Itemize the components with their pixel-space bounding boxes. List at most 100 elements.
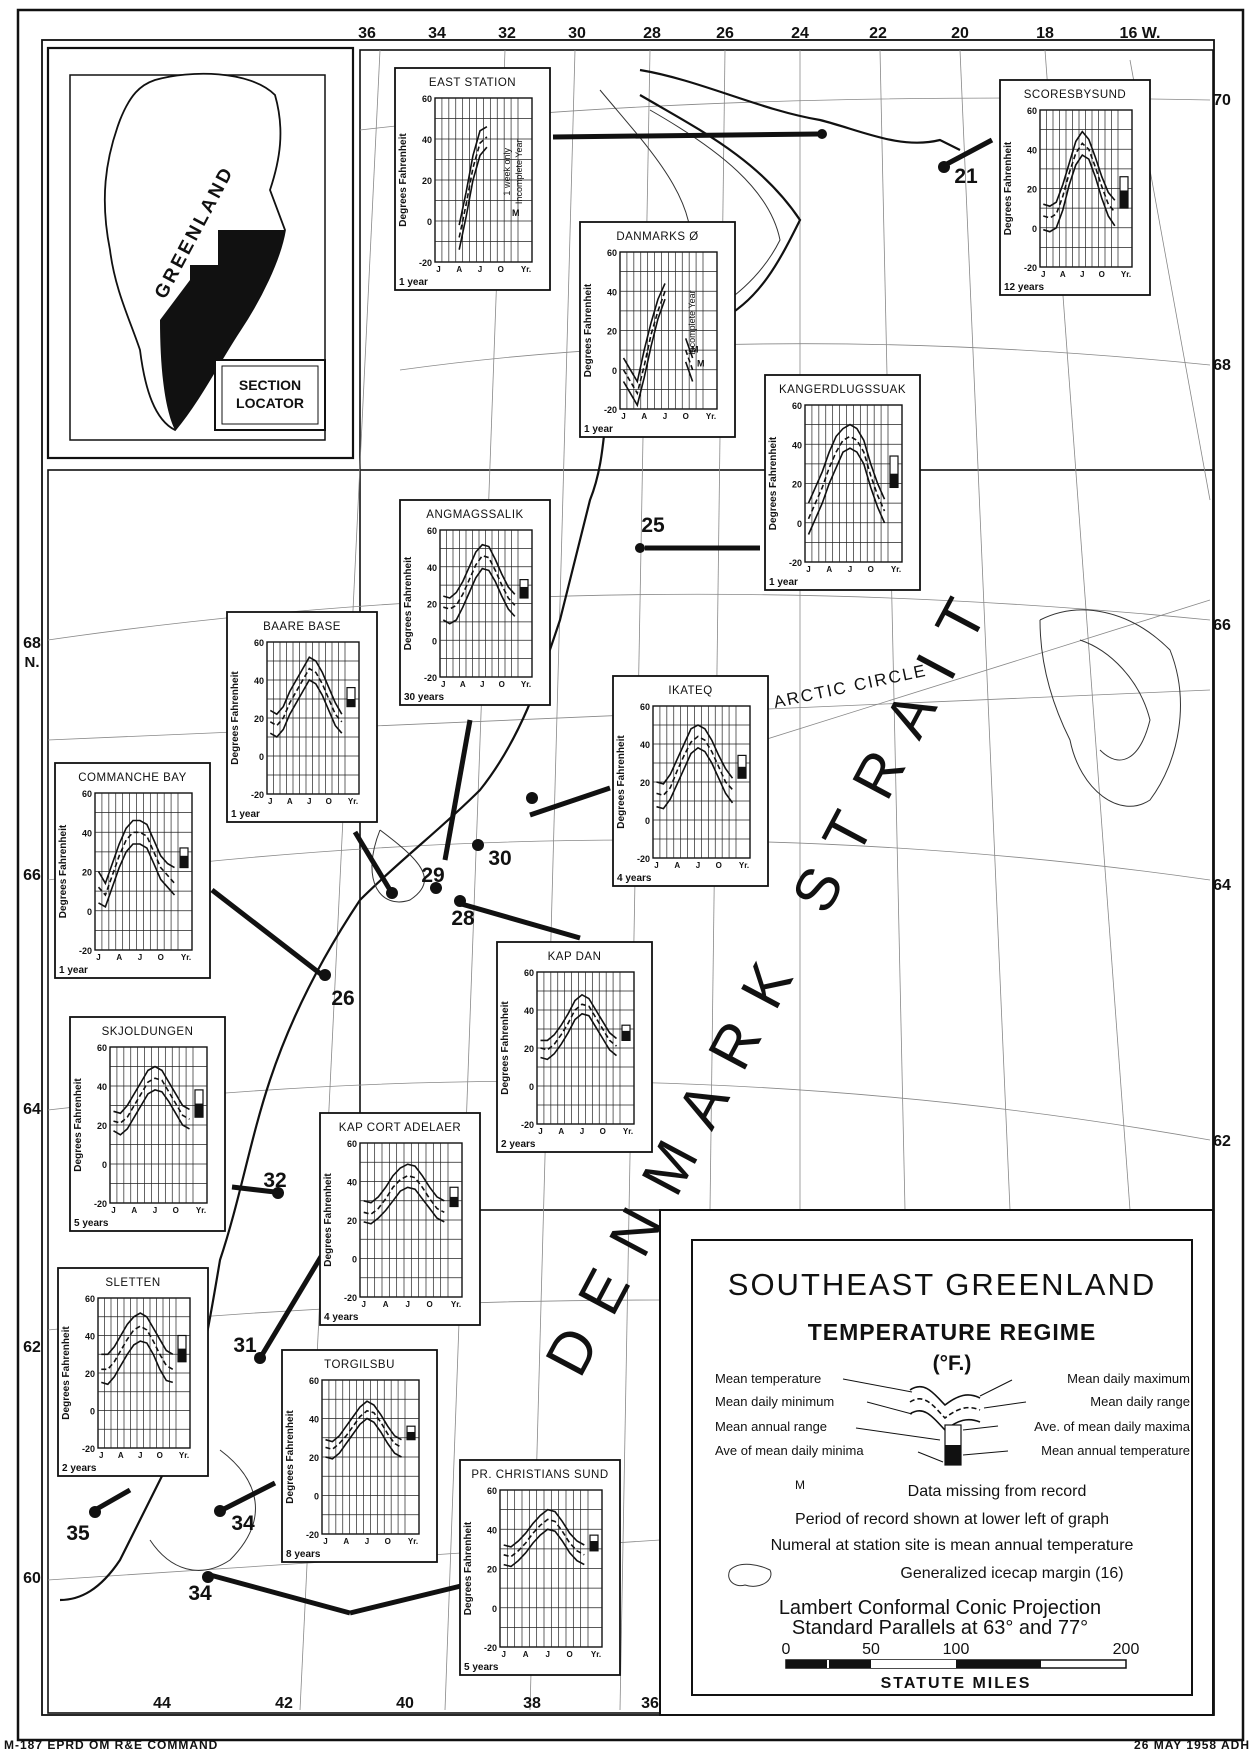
y-tick-label: 20 [427, 600, 437, 610]
series-line [622, 291, 694, 396]
station-numeral: 34 [188, 1582, 212, 1605]
top-longitude-label: 24 [791, 25, 809, 42]
y-axis-label: Degrees Fahrenheit [583, 283, 594, 377]
y-tick-label: 40 [640, 740, 650, 750]
x-tick-label: Yr. [1121, 270, 1131, 279]
chart-title: SLETTEN [105, 1277, 160, 1289]
chart-note: 1 week only [502, 148, 512, 196]
y-tick-label: 60 [427, 526, 437, 536]
x-tick-label: J [1041, 270, 1045, 279]
y-tick-label: 40 [1027, 145, 1037, 155]
left-latitude-label: 60 [23, 1570, 41, 1587]
icecap-symbol [728, 1563, 772, 1587]
legend-box [691, 1239, 1193, 1696]
legend-ave-mean-daily-minima: Ave of mean daily minima [715, 1443, 864, 1458]
x-tick-label: Yr. [179, 1451, 189, 1460]
series-line [443, 543, 516, 599]
chart-frame [399, 499, 551, 706]
left-latitude-hemisphere: N. [25, 654, 40, 671]
y-tick-label: -20 [604, 405, 617, 415]
top-longitude-label: 36 [358, 25, 376, 42]
y-tick-label: 0 [259, 752, 264, 762]
chart-title: ANGMAGSSALIK [426, 509, 523, 521]
series-line [540, 1012, 618, 1061]
y-tick-label: 20 [82, 868, 92, 878]
top-longitude-label: 18 [1036, 25, 1054, 42]
legend-panel: SOUTHEAST GREENLAND TEMPERATURE REGIME (… [659, 1209, 1214, 1716]
series-line [269, 678, 343, 739]
x-tick-label: A [343, 1537, 349, 1546]
top-longitude-label: 30 [568, 25, 586, 42]
y-axis-label: Degrees Fahrenheit [1003, 141, 1014, 235]
scale-tick-label: 0 [782, 1641, 791, 1658]
x-tick-label: J [806, 565, 810, 574]
series-line [1043, 142, 1116, 219]
annual-mean-bar [890, 473, 898, 488]
y-tick-label: 40 [254, 676, 264, 686]
y-axis-label: Degrees Fahrenheit [500, 1001, 511, 1095]
station-numeral: 30 [488, 847, 511, 870]
y-tick-label: 0 [492, 1604, 497, 1614]
y-tick-label: -20 [419, 258, 432, 268]
annual-mean-bar [178, 1348, 186, 1362]
series-line [97, 819, 175, 886]
inner-frame [41, 39, 1215, 1716]
legend-mean-annual-temperature: Mean annual temperature [1041, 1443, 1190, 1458]
y-axis-label: Degrees Fahrenheit [398, 133, 409, 227]
leader-lines [93, 131, 994, 1616]
chart-period: 5 years [74, 1218, 109, 1229]
y-tick-label: 0 [797, 519, 802, 529]
series-line [101, 1312, 174, 1356]
x-tick-label: J [621, 412, 625, 421]
series-line [807, 435, 886, 520]
x-tick-label: A [523, 1650, 529, 1659]
top-longitude-label: 22 [869, 25, 887, 42]
x-tick-label: O [600, 1127, 606, 1136]
y-tick-label: 20 [487, 1565, 497, 1575]
y-tick-label: 60 [254, 638, 264, 648]
y-tick-label: 40 [427, 563, 437, 573]
series-line [540, 1003, 618, 1051]
y-tick-label: 60 [97, 1043, 107, 1053]
x-tick-label: O [499, 680, 505, 689]
left-latitude-label: 62 [23, 1339, 41, 1356]
station-dots [89, 129, 950, 1583]
y-tick-label: 0 [645, 816, 650, 826]
chart-frame [496, 941, 653, 1153]
y-tick-label: -20 [484, 1643, 497, 1653]
missing-marker: M [691, 344, 699, 354]
projection-line1: Lambert Conformal Conic Projection [779, 1597, 1101, 1619]
chart-period: 1 year [584, 424, 613, 435]
x-tick-label: J [848, 565, 852, 574]
x-tick-label: O [868, 565, 874, 574]
y-tick-label: 0 [612, 366, 617, 376]
y-tick-label: -20 [251, 790, 264, 800]
y-tick-label: -20 [306, 1530, 319, 1540]
legend-mean-daily-maximum: Mean daily maximum [1067, 1371, 1190, 1386]
legend-period-note: Period of record shown at lower left of … [795, 1511, 1109, 1528]
x-tick-label: O [157, 1451, 163, 1460]
chart-note: Incomplete Year [687, 290, 697, 355]
left-latitude-label: 66 [23, 867, 41, 884]
x-tick-label: A [118, 1451, 124, 1460]
x-tick-label: O [427, 1300, 433, 1309]
y-tick-label: 40 [85, 1332, 95, 1342]
x-tick-label: A [1060, 270, 1066, 279]
y-tick-label: 40 [422, 135, 432, 145]
series-line [101, 1325, 174, 1371]
station-numeral: 35 [66, 1522, 90, 1545]
series-line [325, 1400, 402, 1443]
chart-period: 4 years [617, 873, 652, 884]
series-line [97, 831, 176, 897]
map-unit: (°F.) [933, 1352, 972, 1375]
left-latitude-label: 64 [23, 1101, 41, 1118]
chart-title: SKJOLDUNGEN [102, 1026, 194, 1038]
y-tick-label: 20 [607, 327, 617, 337]
x-tick-label: J [480, 680, 484, 689]
legend-mean-temperature: Mean temperature [715, 1371, 821, 1386]
